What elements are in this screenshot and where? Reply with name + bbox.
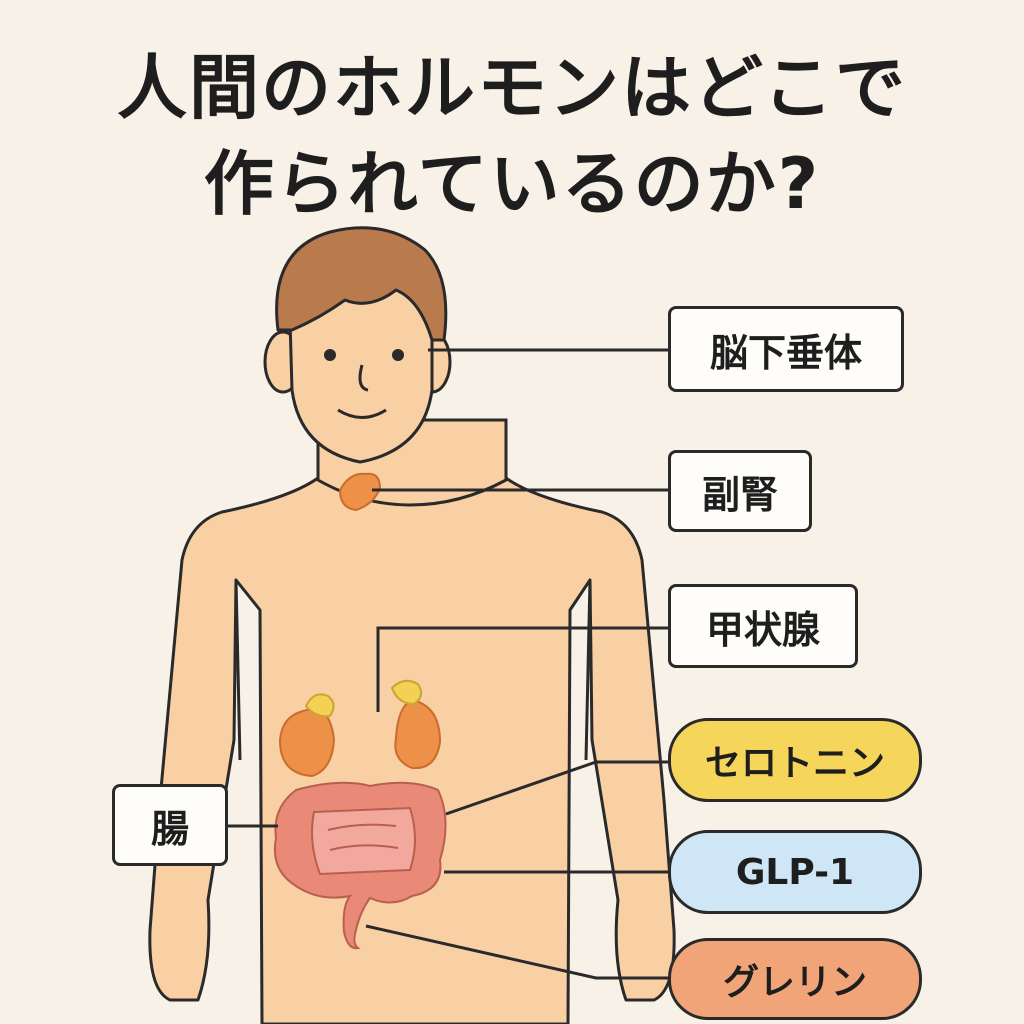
label-adrenal: 副腎 <box>668 450 812 532</box>
leader-thyroid <box>376 626 668 712</box>
kidney-right <box>394 698 442 770</box>
intestine-inner <box>311 806 416 876</box>
arm-line-right <box>584 579 592 761</box>
hormone-serotonin: セロトニン <box>668 718 922 802</box>
eye-right <box>392 349 404 361</box>
hair <box>275 226 448 342</box>
nose <box>358 364 369 392</box>
mouth <box>337 408 387 419</box>
title-line-2: 作られているのか? <box>203 143 821 225</box>
label-pituitary: 脳下垂体 <box>668 306 904 392</box>
leader-serotonin <box>445 760 668 816</box>
eye-left <box>324 349 336 361</box>
kidney-left <box>278 708 336 778</box>
adrenal-gland-left <box>304 693 335 718</box>
hormone-ghrelin: グレリン <box>668 938 922 1020</box>
label-intestine: 腸 <box>112 784 228 866</box>
arm-line-left <box>234 579 242 761</box>
intestine-fold-1 <box>327 823 397 831</box>
thyroid-gland <box>338 472 382 512</box>
leader-ghrelin <box>365 924 668 980</box>
title-line-1: 人間のホルモンはどこで <box>117 47 907 129</box>
intestine-fold-2 <box>329 844 399 851</box>
adrenal-gland-right <box>390 679 423 706</box>
label-thyroid: 甲状腺 <box>668 584 858 668</box>
page-title: 人間のホルモンはどこで 作られているのか? <box>0 40 1024 232</box>
hormone-glp1: GLP-1 <box>668 830 922 914</box>
